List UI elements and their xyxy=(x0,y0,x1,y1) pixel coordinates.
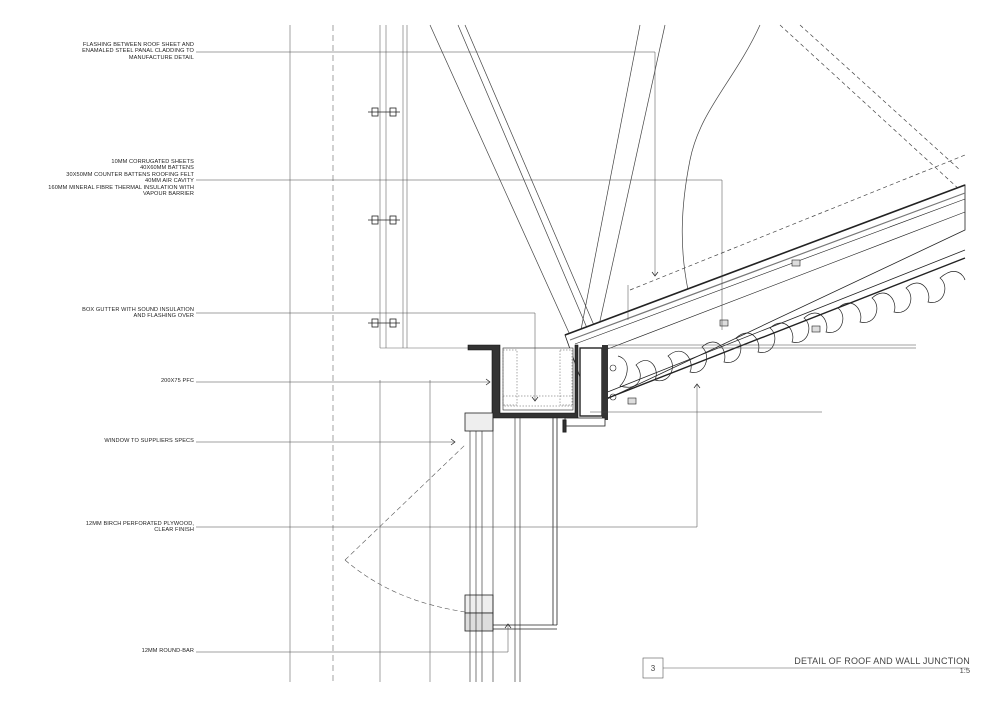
callout-line: AND FLASHING OVER xyxy=(133,313,194,320)
leader-lines xyxy=(196,51,723,653)
callout-line: FLASHING BETWEEN ROOF SHEET AND xyxy=(82,42,194,48)
title-block-frame xyxy=(642,657,968,679)
callout-pfc: 200x75 PFC xyxy=(4,378,194,384)
drawing-scale: 1:5 xyxy=(959,666,970,675)
leader-arrowheads xyxy=(450,271,701,629)
callout-line: 30x50mm COUNTER BATTENS ROOFING FELT xyxy=(66,171,194,178)
callout-window: WINDOW TO SUPPLIERS SPECS xyxy=(4,438,194,444)
drawing-title: DETAIL OF ROOF AND WALL JUNCTION xyxy=(794,656,970,666)
callout-roof-build-up: 10mm CORRUGATED SHEETS 40x60mm BATTENS 3… xyxy=(4,159,194,197)
structural-grid-lines xyxy=(289,25,470,682)
callout-line: 12mm BIRCH PERFORATED PLYWOOD, xyxy=(85,521,194,527)
window-frame xyxy=(464,412,567,682)
callout-line: 200x75 PFC xyxy=(160,378,194,384)
callout-line: VAPOUR BARRIER xyxy=(142,191,194,198)
pfc-channel xyxy=(564,344,916,427)
callout-plywood: 12mm BIRCH PERFORATED PLYWOOD, CLEAR FIN… xyxy=(4,521,194,534)
callout-line: ENAMALED STEEL PANAL CLADDING TO xyxy=(82,48,194,55)
callout-line: MANUFACTURE DETAIL xyxy=(128,54,194,61)
callout-box-gutter: BOX GUTTER WITH SOUND INSULATION AND FLA… xyxy=(4,307,194,320)
callout-line: 40x60mm BATTENS xyxy=(140,165,194,172)
callout-line: 40mm AIR CAVITY xyxy=(145,178,194,185)
callout-line: WINDOW TO SUPPLIERS SPECS xyxy=(104,438,194,444)
callout-line: 160mm MINERAL FIBRE THERMAL INSULATION W… xyxy=(48,184,194,191)
title-block: DETAIL OF ROOF AND WALL JUNCTION 1:5 xyxy=(780,656,970,675)
column-bolts xyxy=(368,107,400,328)
callout-flashing: FLASHING BETWEEN ROOF SHEET AND ENAMALED… xyxy=(4,42,194,61)
box-gutter xyxy=(467,344,579,419)
callout-line: 10mm CORRUGATED SHEETS xyxy=(111,159,194,165)
callout-line: BOX GUTTER WITH SOUND INSULATION xyxy=(82,307,194,313)
callout-round-bar: 12mm ROUND-BAR xyxy=(4,648,194,654)
detail-number: 3 xyxy=(650,664,656,673)
window-swing-arc xyxy=(344,444,466,613)
roof-build-up-section xyxy=(564,184,966,406)
callout-line: 12mm ROUND-BAR xyxy=(141,648,194,654)
callout-line: CLEAR FINISH xyxy=(154,527,194,534)
